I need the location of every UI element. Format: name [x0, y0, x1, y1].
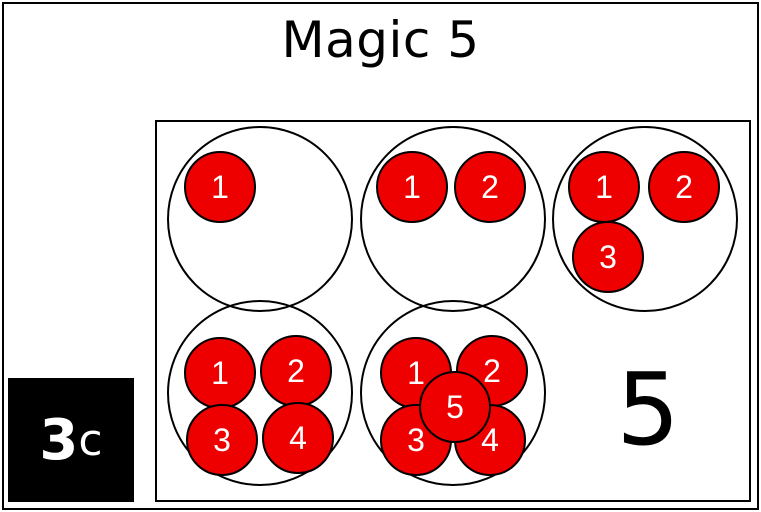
- counter-dot: [454, 151, 526, 223]
- page-title: Magic 5: [281, 11, 480, 69]
- group-ring: [167, 300, 353, 486]
- group-ring: [167, 126, 353, 312]
- counter-label: 2: [287, 353, 305, 389]
- level-badge-number: 3: [39, 407, 79, 473]
- level-badge-letter: c: [78, 414, 103, 466]
- counter-group-5: 1 2 3 45: [360, 300, 546, 486]
- counter-label: 4: [481, 422, 499, 458]
- counter-4: 4: [262, 402, 334, 474]
- counter-label: 3: [407, 422, 425, 458]
- counter-label: 4: [289, 420, 307, 456]
- total-number: 5: [616, 351, 680, 468]
- counter-1: 1: [184, 151, 256, 223]
- counter-1: 1: [568, 151, 640, 223]
- counter-dot: [262, 402, 334, 474]
- group-ring: [360, 126, 546, 312]
- counter-label: 1: [595, 169, 613, 205]
- counter-label: 3: [213, 422, 231, 458]
- counter-label: 2: [675, 169, 693, 205]
- counter-label: 2: [481, 169, 499, 205]
- counter-label: 1: [211, 169, 229, 205]
- counter-dot: [186, 404, 258, 476]
- counter-label: 1: [407, 355, 425, 391]
- counter-label: 1: [403, 169, 421, 205]
- counter-2: 2: [648, 151, 720, 223]
- counter-dot: [648, 151, 720, 223]
- counter-3: 3: [186, 404, 258, 476]
- counter-label: 5: [446, 389, 464, 425]
- counter-1: 1: [376, 151, 448, 223]
- counter-1: 1: [184, 337, 256, 409]
- counter-label: 2: [483, 353, 501, 389]
- counter-dot: [572, 221, 644, 293]
- group-ring: [360, 300, 546, 486]
- counter-group-1: 1: [167, 126, 353, 312]
- counter-group-3: 1 2 3: [552, 126, 738, 312]
- counter-dot: [184, 151, 256, 223]
- counter-group-4: 1 2 3 4: [167, 300, 353, 486]
- counter-dot: [419, 371, 491, 443]
- counter-2: 2: [260, 335, 332, 407]
- group-ring: [552, 126, 738, 312]
- counter-dot: [376, 151, 448, 223]
- counter-label: 1: [211, 355, 229, 391]
- counter-label: 3: [599, 239, 617, 275]
- counter-3: 3: [572, 221, 644, 293]
- counter-2: 2: [454, 151, 526, 223]
- counter-5: 5: [419, 371, 491, 443]
